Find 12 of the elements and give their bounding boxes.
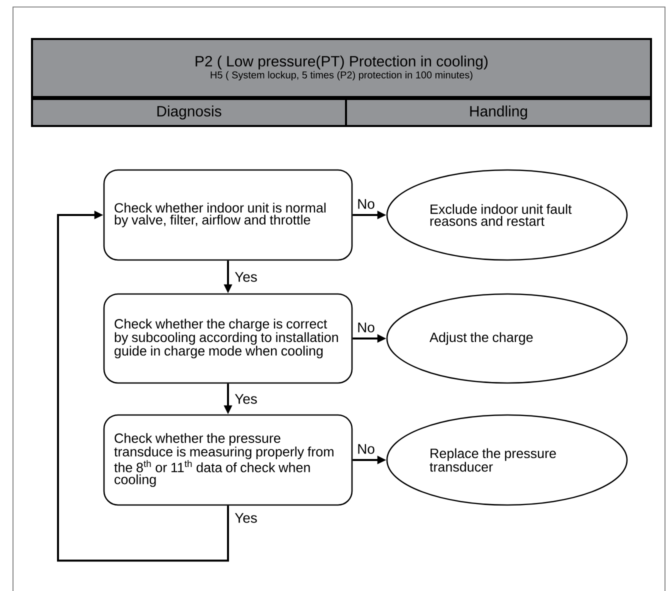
column-header-cell: Handling bbox=[345, 98, 652, 127]
edge-label: No bbox=[356, 443, 376, 455]
edge-label: Yes bbox=[234, 512, 258, 524]
process-box: Check whether indoor unit is normal by valve, filter, airflow and throttle bbox=[103, 169, 353, 261]
process-box: Check whether the pressure transduce is measuring properly from the 8$^{th}$ or 11$^{th}$ data of check when cooling bbox=[103, 414, 353, 506]
edge-label: Yes bbox=[234, 271, 258, 283]
arrow bbox=[57, 210, 229, 562]
edge-label: No bbox=[356, 198, 376, 210]
process-box: Check whether the charge is correct by subcooling according to installation guide in charge mode when cooling bbox=[103, 293, 353, 384]
column-header-cell: Diagnosis bbox=[31, 98, 347, 127]
edge-label: No bbox=[356, 322, 376, 334]
edge-label: Yes bbox=[234, 393, 258, 405]
